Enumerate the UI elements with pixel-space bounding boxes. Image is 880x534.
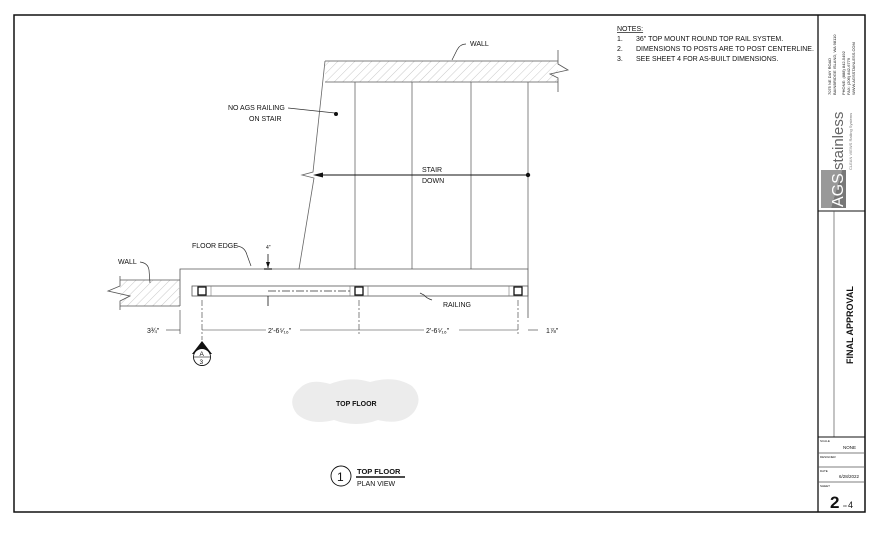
no-railing-label: ON STAIR (249, 116, 282, 123)
phone: PHONE: (888) 842-5492 (841, 50, 846, 95)
view-number: 1 (337, 470, 344, 484)
approval-status: FINAL APPROVAL (845, 286, 855, 364)
website: WWW.AGSSTAINLESS.COM (851, 42, 856, 95)
notes-heading: NOTES: (617, 26, 643, 33)
stair-label: DOWN (422, 178, 444, 185)
scale-label: SCALE (820, 439, 830, 443)
notes: NOTES: 1. 36" TOP MOUNT ROUND TOP RAIL S… (617, 26, 814, 63)
dimension-span: 2'-6⁵⁄₁₆" (426, 328, 450, 335)
note-number: 3. (617, 56, 623, 63)
stair-down-arrow (313, 172, 531, 178)
floor-edge: FLOOR EDGE 4" (179, 243, 529, 318)
section-letter: A (200, 351, 205, 358)
fax: FAX: (206) 842-6779 (846, 57, 851, 95)
title-block: 7075 NE DAY ROAD BAINBRIDGE ISLAND, WA 9… (817, 15, 865, 512)
address-line: BAINBRIDGE ISLAND, WA 98110 (832, 34, 837, 95)
note-text: DIMENSIONS TO POSTS ARE TO POST CENTERLI… (636, 46, 814, 53)
stair-label: STAIR (422, 167, 442, 174)
section-marker[interactable]: A 3 (192, 341, 212, 366)
dimension-span: 2'-6⁵⁄₁₆" (268, 328, 292, 335)
note-text: SEE SHEET 4 FOR AS-BUILT DIMENSIONS. (636, 56, 778, 63)
scale-value: NONE (843, 445, 856, 450)
view-subtitle: PLAN VIEW (357, 481, 396, 488)
sheet-of: OF (843, 504, 847, 508)
sheet-number: 2 (830, 493, 839, 512)
note-number: 2. (617, 46, 623, 53)
logo-tagline: CLEAN VIEWS Railing Systems (848, 113, 853, 170)
dimension-right: 1⅞" (546, 328, 559, 335)
date-value: 6/28/2022 (839, 474, 860, 479)
wall-top-label: WALL (470, 41, 489, 48)
view-title-text: TOP FLOOR (357, 467, 401, 476)
floor-edge-label: FLOOR EDGE (192, 243, 238, 250)
address-line: 7075 NE DAY ROAD (827, 58, 832, 95)
offset-label: 4" (266, 245, 271, 251)
cloud-label: TOP FLOOR (336, 401, 377, 408)
designer-label: DESIGNER (820, 455, 837, 459)
sheet-total: 4 (848, 500, 853, 510)
post (513, 286, 523, 296)
top-wall: WALL (325, 41, 570, 92)
post (354, 286, 364, 296)
sheet-border (13, 14, 866, 513)
railing-label: RAILING (443, 302, 471, 309)
stair (298, 60, 529, 270)
left-wall: WALL (106, 259, 180, 310)
note-text: 36" TOP MOUNT ROUND TOP RAIL SYSTEM. (636, 36, 783, 43)
logo-stainless: stainless (830, 112, 847, 170)
wall-left-label: WALL (118, 259, 137, 266)
logo-ags: AGS (830, 173, 847, 207)
dimension-left: 3¾" (147, 328, 160, 335)
view-title: 1 TOP FLOOR PLAN VIEW (330, 465, 405, 488)
top-floor-cloud: TOP FLOOR (292, 379, 419, 424)
railing: RAILING (191, 285, 529, 309)
sheet-label: SHEET (820, 484, 830, 488)
no-railing-label: NO AGS RAILING (228, 105, 285, 112)
date-label: DATE (820, 469, 828, 473)
note-number: 1. (617, 36, 623, 43)
dimensions (166, 300, 538, 340)
section-sheet: 3 (200, 359, 204, 366)
ags-logo: AGS stainless CLEAN VIEWS Railing System… (821, 112, 853, 208)
post (197, 286, 207, 296)
